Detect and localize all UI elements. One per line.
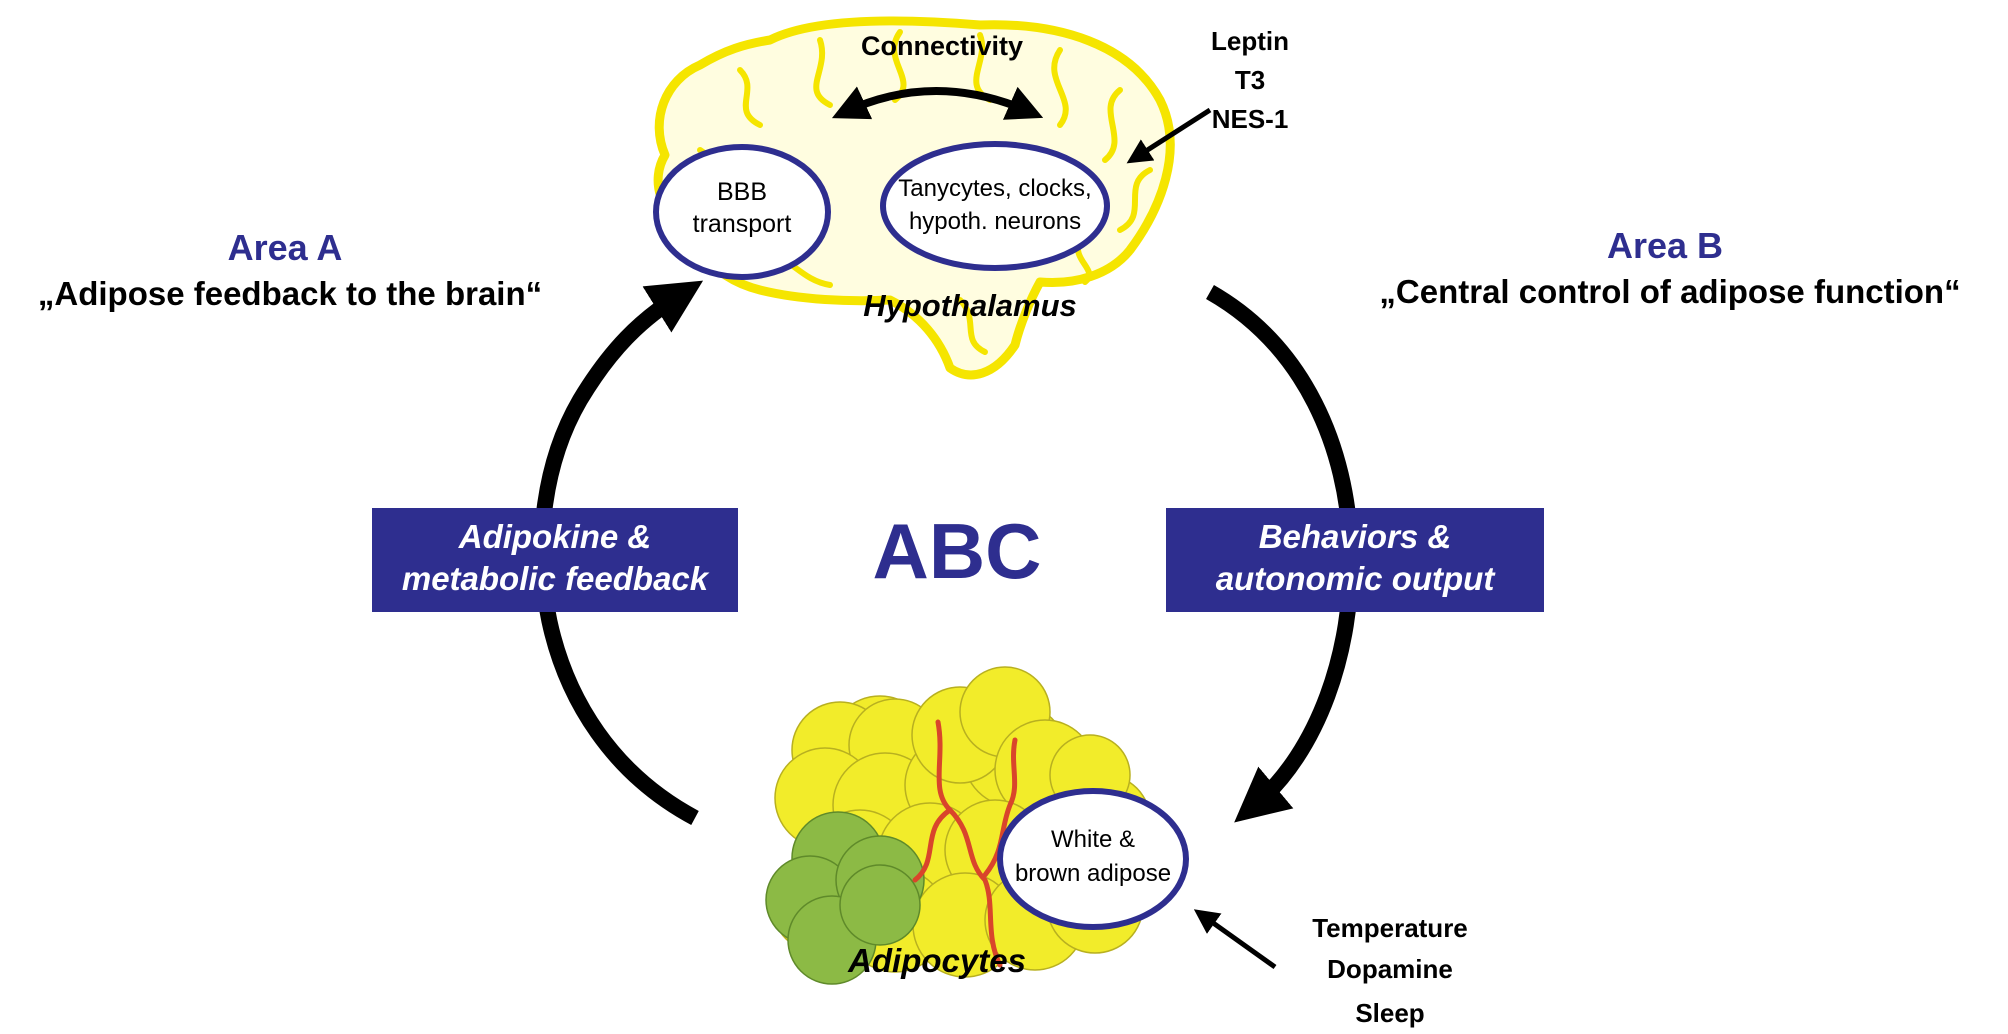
white-brown-adipose-oval — [997, 788, 1189, 930]
adipose-input-arrow — [1193, 909, 1277, 970]
input-sleep: Sleep — [1355, 998, 1424, 1028]
hypothalamus-label: Hypothalamus — [863, 288, 1077, 323]
area-a-subtitle: „Adipose feedback to the brain“ — [38, 275, 542, 312]
tanycytes-oval — [880, 141, 1110, 271]
abc-center-label: ABC — [873, 507, 1042, 595]
cycle-arrow-left — [534, 280, 704, 826]
input-leptin: Leptin — [1211, 26, 1289, 56]
adipose-oval-line2: brown adipose — [1015, 860, 1171, 887]
bbb-transport-oval — [653, 144, 831, 280]
area-a-title: Area A — [228, 227, 343, 268]
brain-input-arrow — [1126, 107, 1212, 164]
input-nes1: NES-1 — [1212, 104, 1289, 134]
input-t3: T3 — [1235, 65, 1265, 95]
behaviors-box-line1: Behaviors & — [1259, 518, 1452, 555]
brain-inputs-list: Leptin T3 NES-1 — [1211, 26, 1289, 134]
behaviors-box-line2: autonomic output — [1216, 560, 1497, 597]
input-dopamine: Dopamine — [1327, 954, 1453, 984]
behaviors-output-box: Behaviors & autonomic output — [1166, 508, 1544, 612]
adipocytes-label: Adipocytes — [847, 942, 1026, 979]
connectivity-label: Connectivity — [861, 31, 1023, 61]
area-b-title: Area B — [1607, 225, 1723, 266]
bbb-label-line1: BBB — [717, 178, 767, 206]
blood-vessel — [912, 719, 1018, 968]
connectivity-arrow — [831, 86, 1044, 120]
adipokine-box-line1: Adipokine & — [458, 518, 652, 555]
area-b-subtitle: „Central control of adipose function“ — [1379, 273, 1960, 310]
adipokine-box-line2: metabolic feedback — [402, 560, 710, 597]
adipose-inputs-list: Temperature Dopamine Sleep — [1312, 913, 1468, 1028]
adipokine-feedback-box: Adipokine & metabolic feedback — [372, 508, 738, 612]
adipose-oval-line1: White & — [1051, 826, 1135, 853]
input-temperature: Temperature — [1312, 913, 1468, 943]
tanycytes-label-line2: hypoth. neurons — [909, 208, 1081, 235]
tanycytes-label-line1: Tanycytes, clocks, — [898, 175, 1091, 202]
bbb-label-line2: transport — [693, 210, 792, 238]
